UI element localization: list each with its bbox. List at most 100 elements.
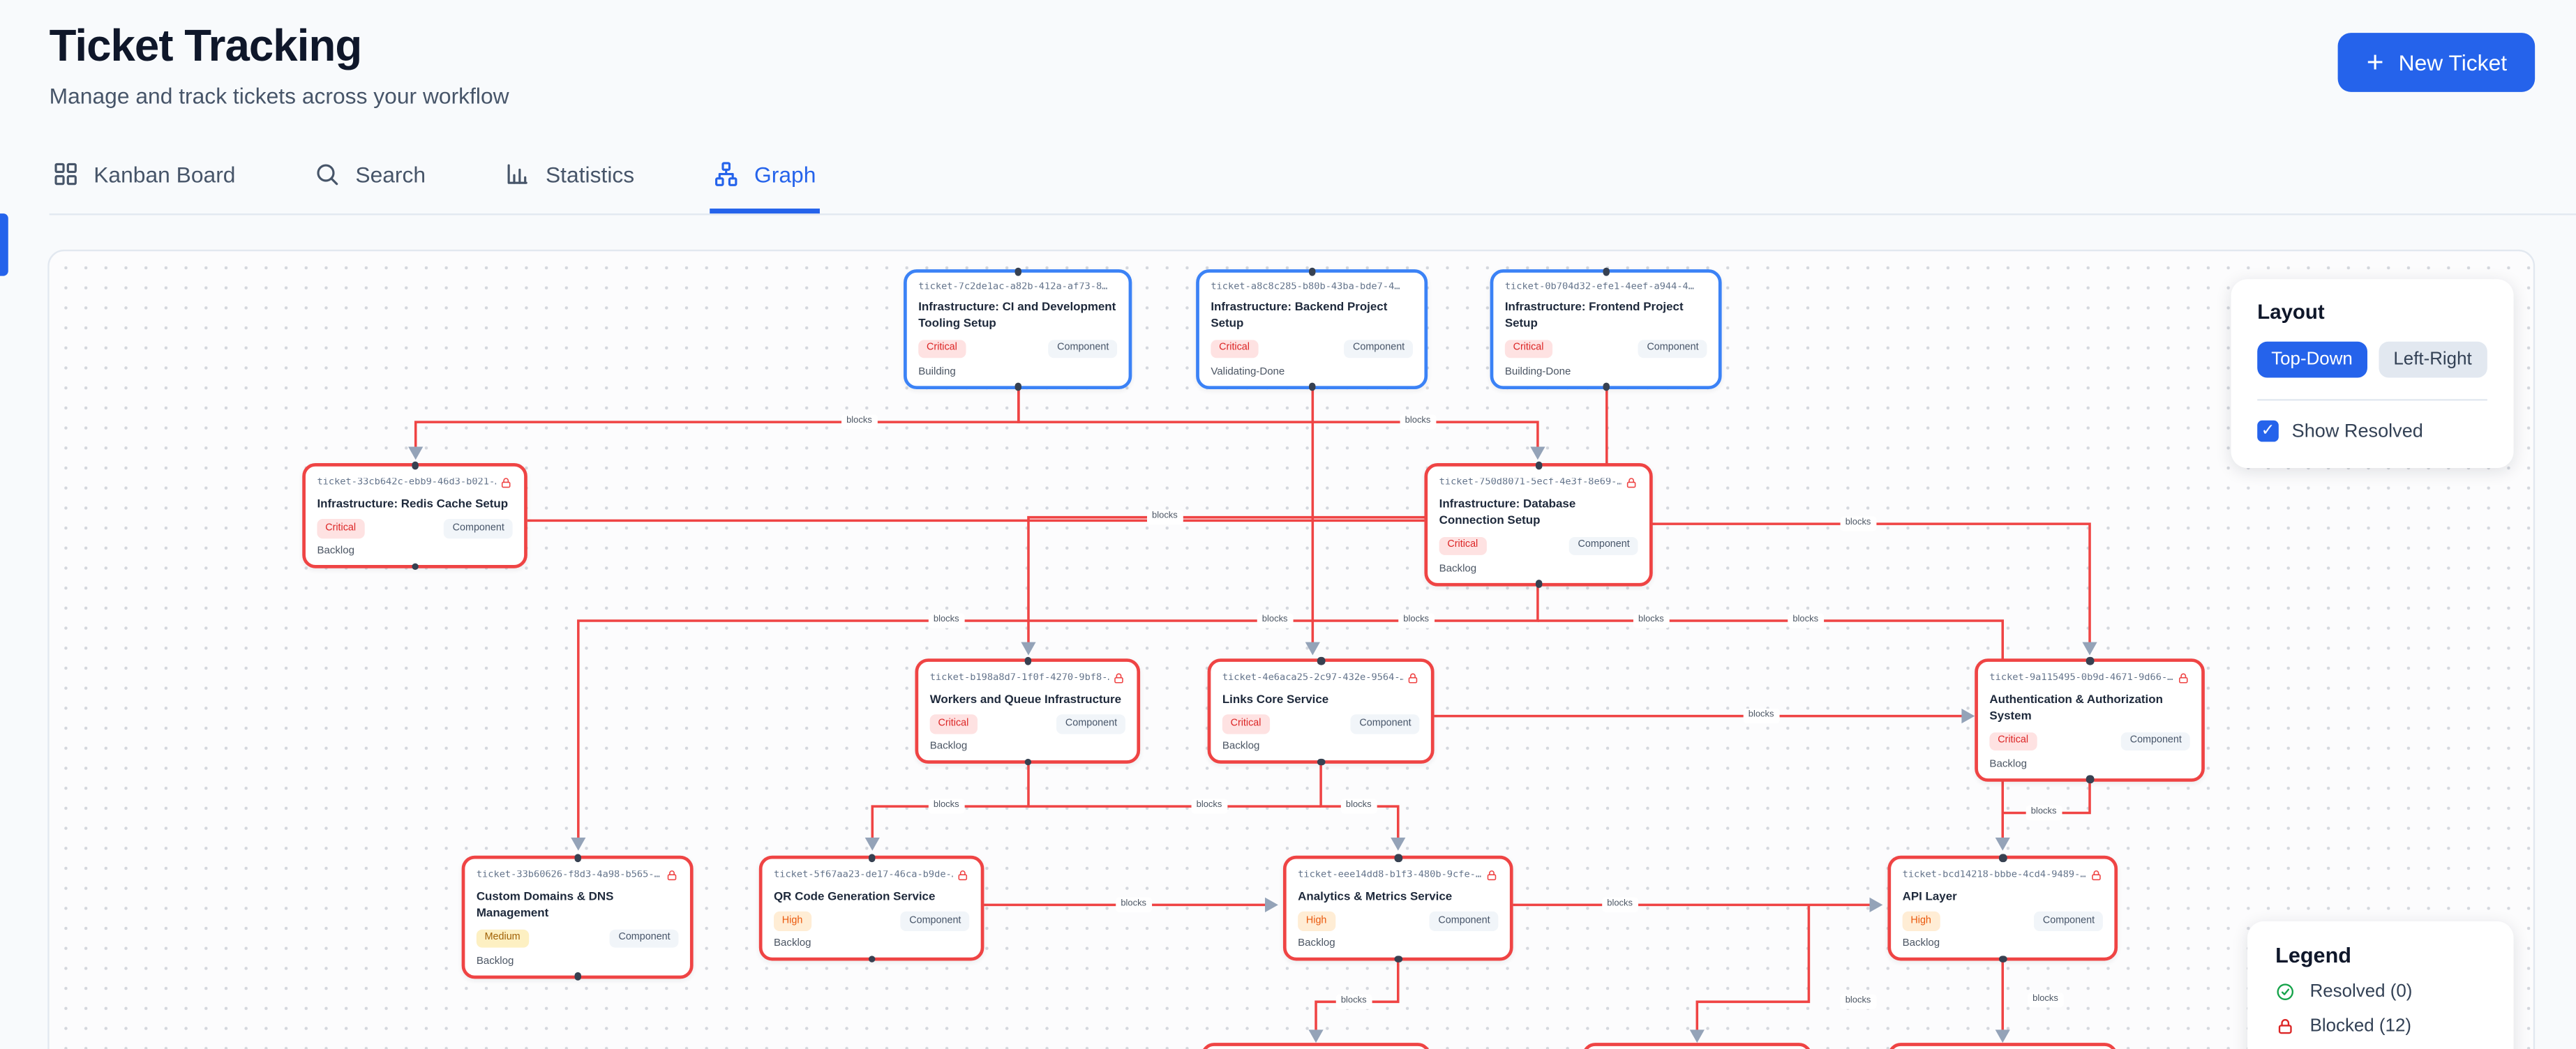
ticket-status: Backlog — [1298, 938, 1335, 951]
ticket-status: Backlog — [1439, 563, 1477, 575]
edge-arrowhead — [1530, 446, 1545, 460]
ticket-node[interactable]: ticket-33cb642c-ebb9-46d3-b021-…Infrastr… — [302, 461, 527, 571]
tag-badge: Component — [1345, 340, 1413, 359]
ticket-node[interactable]: ticket-a8c8c285-b80b-43ba-bde7-4… Infrast… — [1196, 267, 1428, 391]
tag-badge: Component — [444, 520, 513, 539]
node-handle-bottom[interactable] — [411, 563, 419, 571]
tab-label: Graph — [754, 161, 816, 187]
ticket-node[interactable]: ticket-b198a8d7-1f0f-4270-9bf8-…Workers … — [915, 656, 1141, 767]
ticket-status: Backlog — [1989, 758, 2027, 771]
node-handle-top[interactable] — [867, 854, 876, 861]
tab-kanban-board[interactable]: Kanban Board — [50, 141, 239, 213]
node-handle-bottom[interactable] — [1998, 956, 2007, 963]
edge-label: blocks — [1340, 799, 1377, 814]
blocks-edge — [1027, 382, 1608, 651]
ticket-node[interactable]: ticket-750d8071-5ecf-4e3f-8e69-…Infrastr… — [1424, 461, 1653, 588]
priority-badge: Medium — [476, 929, 529, 949]
layout-options: Top-Down Left-Right — [2257, 341, 2487, 378]
node-handle-bottom[interactable] — [867, 956, 876, 963]
layout-option-left-right[interactable]: Left-Right — [2378, 341, 2487, 378]
node-handle-top[interactable] — [1317, 656, 1325, 665]
edge-label: blocks — [1191, 799, 1227, 814]
edge-arrowhead — [1995, 1029, 2010, 1043]
ticket-node[interactable]: ticket-5f67aa23-de17-46ca-b9de-…QR Code … — [758, 854, 984, 963]
tab-graph[interactable]: Graph — [710, 141, 820, 214]
ticket-id: ticket-b198a8d7-1f0f-4270-9bf8-… — [929, 673, 1109, 684]
lock-icon — [667, 870, 677, 881]
tag-badge: Component — [1430, 912, 1499, 931]
node-handle-top[interactable] — [411, 461, 419, 469]
ticket-node[interactable]: ticket-bcd14218-bbbe-4cd4-9489-…API Laye… — [1887, 854, 2118, 963]
ticket-node[interactable]: ticket-7c2de1ac-a82b-412a-af73-8…Infrast… — [904, 267, 1132, 391]
edge-label: blocks — [1602, 897, 1638, 913]
ticket-node[interactable]: ticket-0b704d32-efe1-4eef-a944-4… Infrast… — [1490, 267, 1722, 391]
edge-label: blocks — [1400, 414, 1436, 430]
lock-icon — [2178, 673, 2188, 684]
edge-arrowhead — [571, 837, 586, 851]
ticket-status: Validating-Done — [1211, 365, 1285, 378]
tab-label: Search — [355, 161, 426, 187]
node-handle-top[interactable] — [1534, 461, 1543, 469]
edge-arrowhead — [1995, 837, 2010, 851]
layout-option-top-down[interactable]: Top-Down — [2257, 341, 2367, 378]
node-handle-bottom[interactable] — [574, 972, 581, 981]
node-handle-top[interactable] — [1998, 854, 2007, 861]
edge-label: blocks — [1398, 613, 1435, 628]
node-handle-top[interactable] — [1394, 854, 1402, 861]
tag-badge: Component — [610, 929, 679, 949]
ticket-node[interactable]: ticket-4e6aca25-2c97-432e-9564-…Links Co… — [1207, 656, 1435, 767]
node-handle-top[interactable] — [1024, 656, 1032, 665]
ticket-id: ticket-0b704d32-efe1-4eef-a944-4… — [1504, 282, 1694, 293]
edge-arrowhead — [408, 446, 424, 460]
ticket-title: Infrastructure: Backend Project Setup — [1211, 298, 1388, 331]
ticket-title: Infrastructure: Frontend Project Setup — [1504, 298, 1684, 331]
ticket-node[interactable]: ticket-eee14dd8-b1f3-480b-9cfe-…Analytic… — [1282, 854, 1513, 963]
edge-label: blocks — [928, 799, 964, 814]
ticket-status: Backlog — [774, 938, 811, 951]
node-handle-bottom[interactable] — [1317, 758, 1325, 767]
edge-label: blocks — [1335, 994, 1372, 1010]
legend-title: Legend — [2275, 942, 2351, 967]
tag-badge: Component — [901, 912, 970, 931]
ticket-title: Infrastructure: CI and Development Tooli… — [918, 298, 1116, 331]
node-handle-top[interactable] — [1602, 267, 1610, 276]
node-handle-top[interactable] — [1308, 267, 1316, 276]
node-handle-bottom[interactable] — [1308, 383, 1316, 391]
edge-arrowhead — [1961, 709, 1975, 724]
edge-label: blocks — [1633, 613, 1669, 628]
node-handle-top[interactable] — [574, 854, 581, 861]
node-handle-bottom[interactable] — [1014, 383, 1021, 391]
ticket-id: ticket-eee14dd8-b1f3-480b-9cfe-… — [1298, 870, 1482, 881]
show-resolved-checkbox[interactable]: ✓ — [2257, 420, 2279, 442]
node-handle-bottom[interactable] — [1024, 758, 1032, 767]
tabs: Kanban Board Search Statistics Graph — [49, 141, 2576, 216]
node-handle-top[interactable] — [2085, 656, 2094, 665]
ticket-node[interactable]: ticket-9a115495-0b9d-4671-9d66-…Authenti… — [1975, 656, 2205, 783]
lock-icon — [1408, 673, 1418, 684]
ticket-title: Custom Domains & DNS Management — [476, 887, 614, 920]
ticket-id: ticket-750d8071-5ecf-4e3f-8e69-… — [1439, 478, 1622, 488]
tab-label: Kanban Board — [93, 161, 236, 187]
node-handle-bottom[interactable] — [1394, 956, 1402, 963]
ticket-id: ticket-a8c8c285-b80b-43ba-bde7-4… — [1211, 282, 1400, 293]
ticket-status: Backlog — [929, 741, 968, 753]
ticket-node-partial[interactable] — [1201, 1043, 1431, 1049]
node-handle-bottom[interactable] — [1602, 383, 1610, 391]
ticket-node-partial[interactable] — [1887, 1043, 2118, 1049]
new-ticket-button[interactable]: + New Ticket — [2338, 33, 2536, 92]
tab-search[interactable]: Search — [311, 141, 429, 213]
graph-canvas[interactable]: blocks blocks blocks blocks blocks blocks bloc… — [47, 249, 2536, 1049]
edge-label: blocks — [1788, 613, 1824, 628]
node-handle-bottom[interactable] — [1534, 580, 1543, 588]
node-handle-bottom[interactable] — [2085, 776, 2094, 783]
tab-label: Statistics — [545, 161, 635, 187]
graph-icon — [715, 162, 737, 186]
ticket-node[interactable]: ticket-33b60626-f8d3-4a98-b565-…Custom D… — [461, 854, 694, 981]
priority-badge: High — [774, 912, 811, 931]
ticket-node-partial[interactable] — [1582, 1043, 1813, 1049]
ticket-title: Infrastructure: Redis Cache Setup — [317, 495, 509, 511]
tab-statistics[interactable]: Statistics — [501, 141, 637, 213]
edge-arrowhead — [1265, 897, 1278, 912]
node-handle-top[interactable] — [1014, 267, 1021, 276]
